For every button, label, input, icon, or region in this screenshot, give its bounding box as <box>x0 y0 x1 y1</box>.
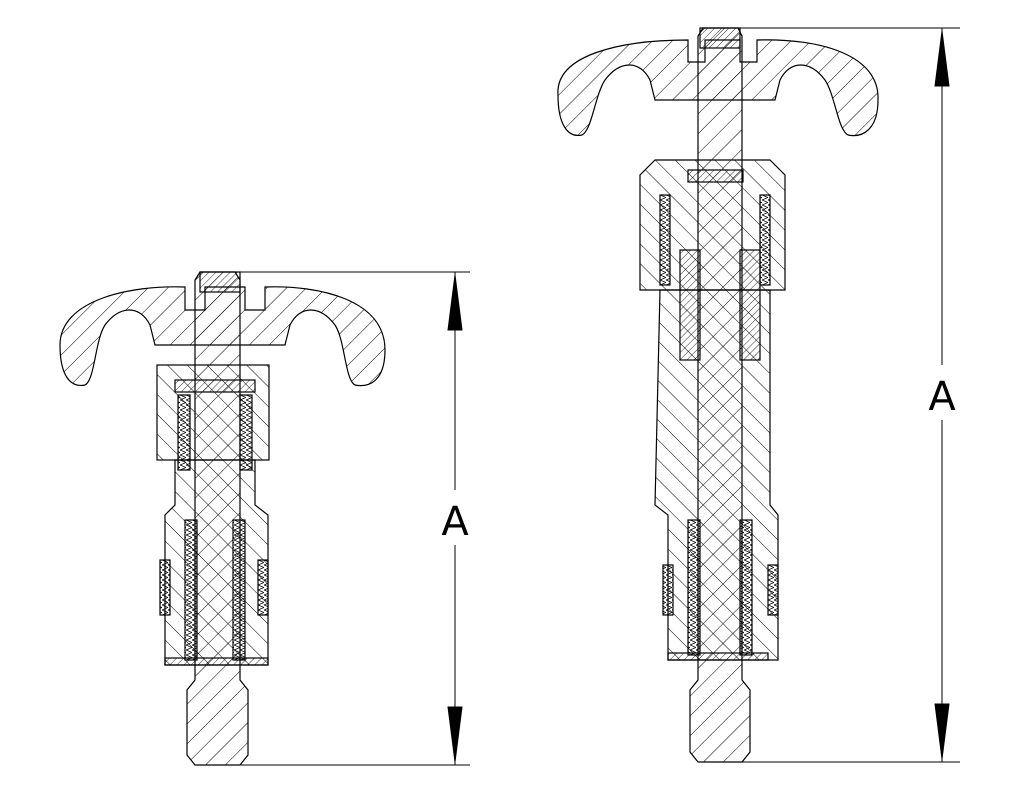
left-dimension-label: A <box>441 499 469 545</box>
arrow-down-icon <box>934 703 950 760</box>
right-dimension <box>740 27 960 763</box>
arrow-up-icon <box>447 274 463 331</box>
right-stem <box>689 27 751 763</box>
left-valve <box>59 271 386 766</box>
left-dimension <box>240 271 470 766</box>
arrow-down-icon <box>447 706 463 763</box>
right-dimension-label: A <box>928 374 956 420</box>
arrow-up-icon <box>934 30 950 87</box>
right-valve <box>557 27 879 763</box>
left-stem <box>186 271 249 766</box>
